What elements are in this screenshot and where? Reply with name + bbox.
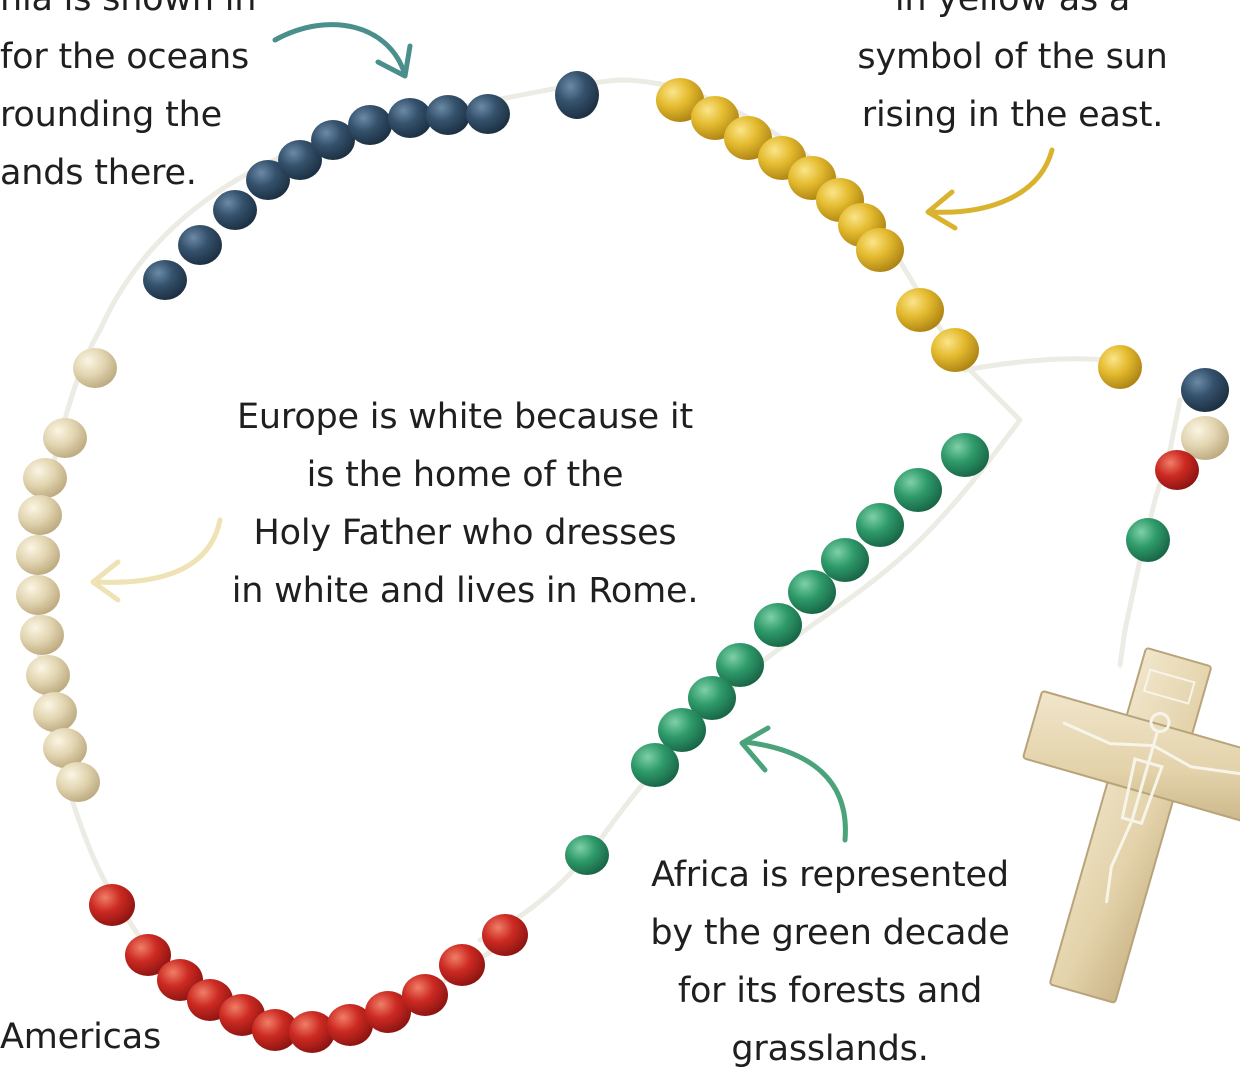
asia-caption-line: rising in the east. xyxy=(861,95,1164,135)
oceania-caption-line: ands there. xyxy=(0,153,197,193)
asia-caption-line: in yellow as a xyxy=(830,0,1195,28)
oceania-caption: nia is shown in for the oceans rounding … xyxy=(0,0,256,202)
oceania-decade xyxy=(143,71,599,300)
oceania-caption-line: nia is shown in xyxy=(0,0,256,28)
europe-caption-line: Holy Father who dresses xyxy=(253,513,677,553)
africa-caption-line: Africa is represented xyxy=(651,855,1009,895)
oceania-caption-line: rounding the xyxy=(0,95,222,135)
asia-caption: in yellow as a symbol of the sun rising … xyxy=(830,0,1195,144)
africa-caption: Africa is represented by the green decad… xyxy=(615,846,1045,1078)
oceania-caption-line: for the oceans xyxy=(0,37,250,77)
africa-caption-line: grasslands. xyxy=(731,1029,929,1069)
crucifix-icon xyxy=(1022,647,1240,1004)
europe-decade xyxy=(16,348,117,802)
americas-caption-line: Americas xyxy=(0,1017,162,1057)
asia-decade xyxy=(656,78,979,372)
americas-decade xyxy=(89,884,528,1053)
americas-caption: Americas xyxy=(0,1008,161,1066)
curved-arrow-icon xyxy=(90,22,1055,843)
asia-caption-line: symbol of the sun xyxy=(857,37,1168,77)
africa-decade xyxy=(565,433,989,875)
pendant-beads xyxy=(1098,345,1229,562)
africa-caption-line: by the green decade xyxy=(650,913,1010,953)
europe-caption-line: is the home of the xyxy=(306,455,624,495)
europe-caption: Europe is white because it is the home o… xyxy=(205,388,725,620)
europe-caption-line: in white and lives in Rome. xyxy=(231,571,699,611)
africa-caption-line: for its forests and xyxy=(677,971,983,1011)
europe-caption-line: Europe is white because it xyxy=(237,397,693,437)
